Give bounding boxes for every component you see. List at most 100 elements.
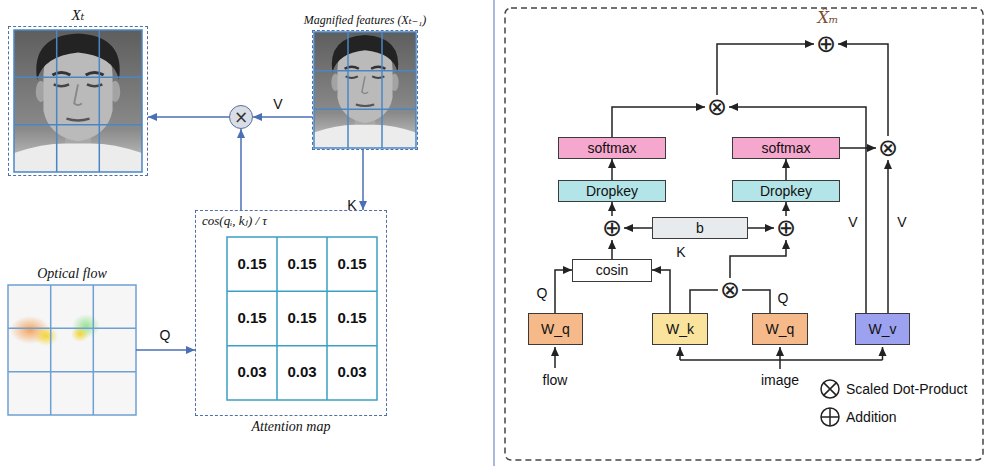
connector <box>136 349 195 351</box>
connector <box>748 227 774 229</box>
connector <box>730 240 786 278</box>
input-label: image <box>761 372 799 388</box>
connector <box>611 202 613 216</box>
table-cell: 0.15 <box>287 255 316 272</box>
input-label: flow <box>543 372 568 388</box>
face-image <box>314 32 416 148</box>
table-cell: 0.03 <box>337 363 366 380</box>
operator-symbol: ⊕ <box>776 216 796 240</box>
image-title: Xₜ <box>72 7 85 24</box>
connector <box>555 270 572 313</box>
illustration-part <box>680 359 883 361</box>
box-label: W_k <box>666 321 694 337</box>
illustration-part <box>8 285 136 415</box>
illustration-part <box>314 32 416 148</box>
box-label: softmax <box>587 140 636 156</box>
illustration-part <box>882 347 884 360</box>
flow-image <box>8 285 136 415</box>
flow-letter: Q <box>537 285 548 301</box>
multiply-circle: × <box>229 105 253 129</box>
weight-box: W_v <box>855 313 910 345</box>
legend-text: Addition <box>846 409 897 425</box>
image-frame: Magnified features (Xₜ₋₁) <box>312 30 418 150</box>
connector <box>729 107 866 313</box>
flow-letter: V <box>897 214 906 230</box>
operator-symbol: × <box>234 109 248 126</box>
weight-box: W_q <box>528 313 583 345</box>
flow-letter: V <box>848 214 857 230</box>
illustration-part <box>554 347 556 368</box>
illustration-part <box>8 285 136 415</box>
flow-letter: V <box>273 96 282 112</box>
connector <box>785 159 787 180</box>
connector <box>652 270 670 313</box>
operator-symbol: ⊕ <box>816 32 836 56</box>
table-cell: 0.15 <box>237 309 266 326</box>
weight-box: W_k <box>652 313 708 345</box>
connector <box>717 44 814 95</box>
connector <box>240 129 242 210</box>
formula-title: cos(qᵢ, kⱼ) / τ <box>202 214 267 229</box>
illustration-part <box>821 380 839 398</box>
connector <box>690 290 718 313</box>
box-label: softmax <box>761 140 810 156</box>
illustration-part <box>779 347 781 369</box>
box-label: b <box>696 220 704 236</box>
weight-box: W_q <box>752 313 808 345</box>
flow-letter: Q <box>160 327 171 343</box>
illustration-part <box>314 32 416 148</box>
addition-circle: ⊕ <box>774 216 798 240</box>
flow-letter: K <box>347 197 356 213</box>
attention-grid <box>227 237 377 400</box>
connector <box>887 160 889 313</box>
illustration-part <box>821 408 839 426</box>
connector <box>624 227 652 229</box>
connector <box>840 147 876 149</box>
legend-symbols <box>821 380 839 426</box>
process-box: Dropkey <box>732 180 840 202</box>
bias-box: b <box>652 217 748 239</box>
connector <box>612 107 705 137</box>
operator-symbol: ⊗ <box>720 278 740 302</box>
process-box: Dropkey <box>558 180 666 202</box>
output-symbol: X̂ₘ <box>817 9 838 27</box>
connector <box>838 44 888 136</box>
connector <box>362 150 364 210</box>
flow-letter: K <box>676 244 685 260</box>
box-label: W_q <box>541 321 570 337</box>
process-box: softmax <box>558 137 666 159</box>
box-label: W_v <box>869 321 897 337</box>
illustration-part <box>679 347 681 360</box>
connector <box>148 116 229 118</box>
image-title: Magnified features (Xₜ₋₁) <box>304 14 426 28</box>
operator-symbol: ⊗ <box>878 136 898 160</box>
illustration-part <box>821 408 839 426</box>
table-cell: 0.15 <box>287 309 316 326</box>
table-cell: 0.15 <box>337 309 366 326</box>
process-box: softmax <box>732 137 840 159</box>
illustration-part <box>14 30 142 172</box>
box-label: Dropkey <box>586 183 638 199</box>
table-cell: 0.15 <box>337 255 366 272</box>
input-arrows <box>555 347 883 369</box>
dot-product-circle: ⊗ <box>876 136 900 160</box>
addition-circle: ⊕ <box>814 32 838 56</box>
connector <box>785 202 787 216</box>
connector <box>611 240 613 259</box>
map-caption: Attention map <box>252 419 331 435</box>
illustration-part <box>14 30 142 172</box>
illustration-part <box>227 237 377 400</box>
image-title: Optical flow <box>37 266 107 282</box>
dot-product-circle: ⊗ <box>705 95 729 119</box>
addition-circle: ⊕ <box>600 216 624 240</box>
legend-text: Scaled Dot-Product <box>846 381 967 397</box>
illustration-part <box>8 285 136 415</box>
dot-product-circle: ⊗ <box>718 278 742 302</box>
illustration-part <box>14 30 142 172</box>
table-cell: 0.03 <box>237 363 266 380</box>
box-label: W_q <box>766 321 795 337</box>
table-cell: 0.15 <box>237 255 266 272</box>
operator-symbol: ⊕ <box>602 216 622 240</box>
